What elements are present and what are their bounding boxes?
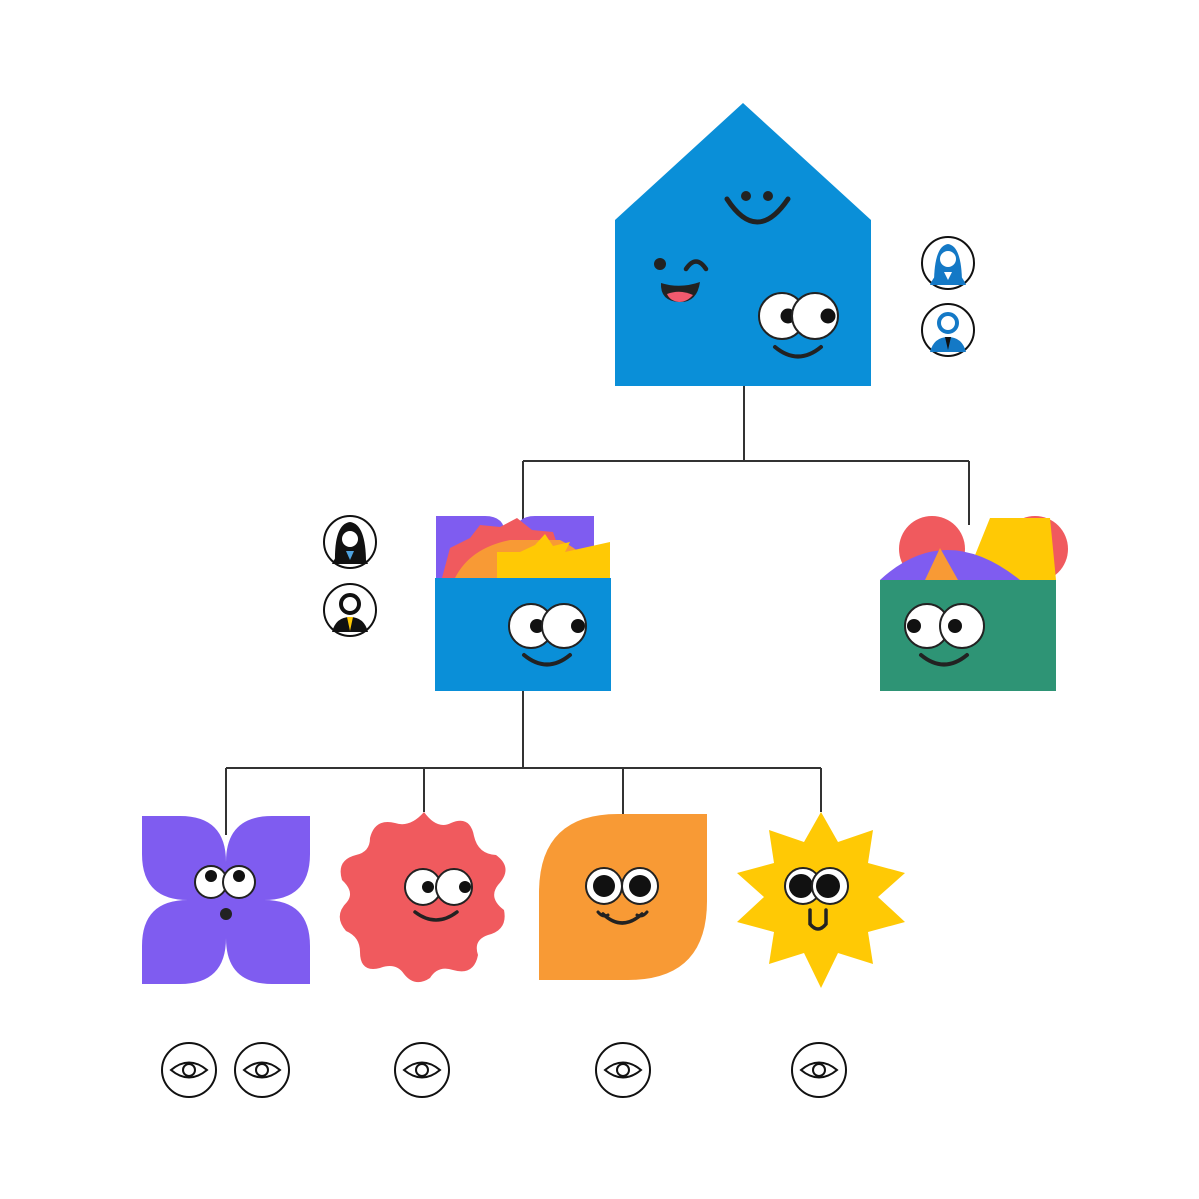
root-members	[921, 236, 975, 357]
man-avatar-icon[interactable]	[323, 583, 377, 637]
googly-eyes-face	[904, 603, 985, 667]
blue-box-node	[435, 516, 611, 691]
man-avatar-icon[interactable]	[921, 303, 975, 357]
eye-icon[interactable]	[394, 1042, 450, 1098]
eye-icon[interactable]	[161, 1042, 217, 1098]
tongue-face	[784, 867, 849, 931]
root-house-node	[615, 103, 871, 386]
eye-icon[interactable]	[234, 1042, 290, 1098]
box-contents	[436, 516, 610, 578]
googly-eyes-face	[758, 292, 839, 359]
connector-lines	[225, 385, 970, 835]
googly-eyes-face	[508, 603, 587, 667]
viewer-icons	[161, 1042, 847, 1098]
box-contents	[880, 516, 1068, 582]
eye-icon[interactable]	[791, 1042, 847, 1098]
red-blob-node	[339, 812, 506, 983]
house-shape	[615, 103, 871, 386]
leaf-shape	[539, 814, 707, 980]
purple-flower-node	[142, 816, 310, 984]
eye-icon[interactable]	[595, 1042, 651, 1098]
wink-face	[654, 258, 709, 303]
woman-avatar-icon[interactable]	[323, 515, 377, 569]
four-petal-flower-shape	[142, 816, 310, 984]
orange-leaf-node	[539, 814, 707, 980]
smile-face	[724, 191, 791, 225]
grin-face	[585, 867, 659, 925]
surprised-face	[194, 865, 256, 920]
smile-face	[404, 868, 473, 922]
yellow-sun-node	[737, 812, 905, 988]
woman-avatar-icon[interactable]	[921, 236, 975, 290]
green-box-node	[880, 516, 1068, 691]
blue-box-members	[323, 515, 377, 637]
